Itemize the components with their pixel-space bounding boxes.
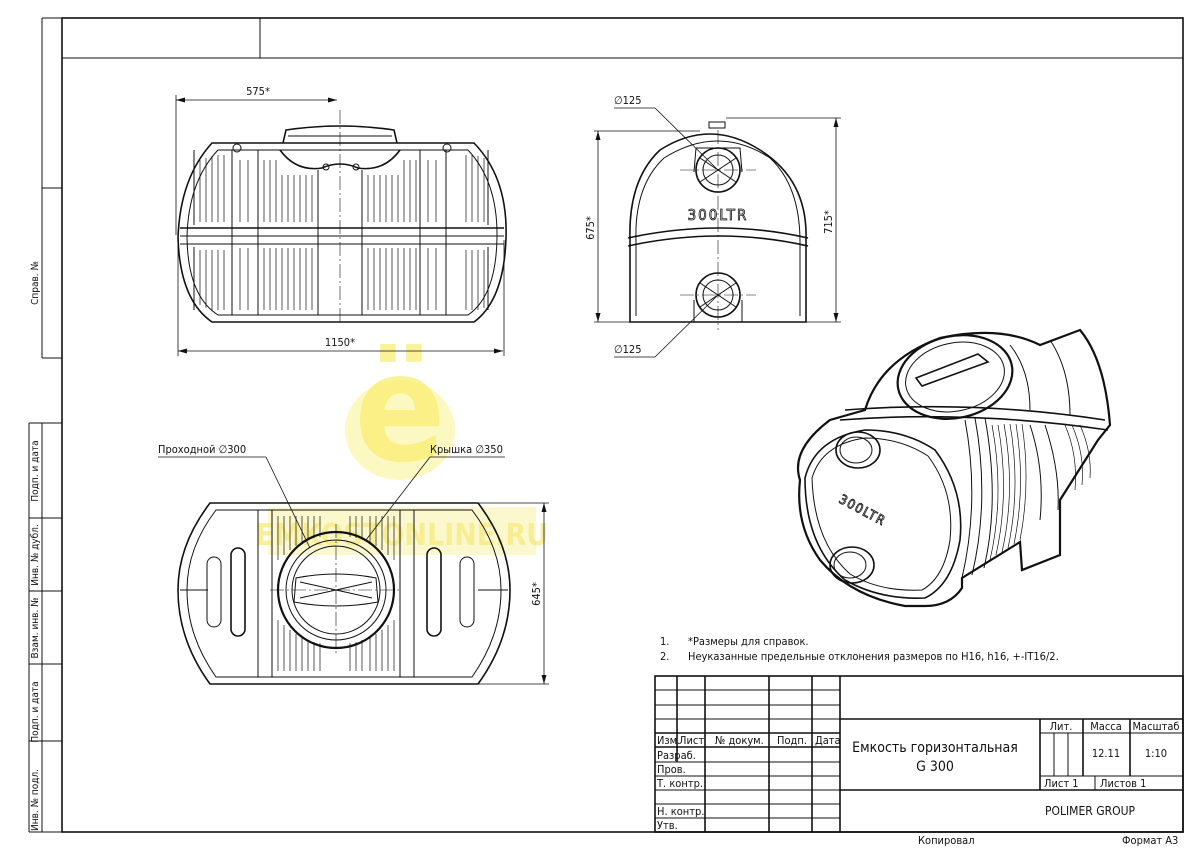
title-block: Изм. Лист № докум. Подп. Дата Разраб. Пр… (654, 675, 1184, 847)
notes: 1. *Размеры для справок. 2. Неуказанные … (660, 635, 1059, 663)
tb-format: Формат А3 (1122, 834, 1178, 847)
tb-role-utv: Утв. (657, 819, 678, 832)
tb-scale-value: 1:10 (1145, 747, 1167, 760)
lid-label: Крышка ∅350 (430, 443, 503, 456)
dim-645: 645* (530, 582, 543, 606)
dim-675: 675* (584, 216, 597, 240)
tb-header-izm: Изм. (657, 734, 680, 747)
front-pipe-bottom-label: ∅125 (614, 343, 642, 356)
strip-podp-data-label-2: Подп. и дата (30, 681, 41, 742)
tb-role-razrab: Разраб. (657, 749, 696, 762)
tb-header-list: Лист (679, 734, 704, 747)
tb-sheet-label: Лист 1 (1044, 777, 1079, 790)
tb-header-data: Дата (815, 734, 841, 747)
tb-copied: Копировал (918, 834, 975, 847)
side-view: 575* 1150* (175, 85, 507, 356)
top-view: Проходной ∅300 Крышка ∅350 645* (158, 443, 549, 685)
hatch-label: Проходной ∅300 (158, 443, 246, 456)
strip-vzam-inv-label: Взам. инв. № (30, 597, 41, 658)
tb-scale-label: Масштаб (1132, 720, 1179, 733)
front-pipe-top-label: ∅125 (614, 94, 642, 107)
note-1-num: 1. (660, 635, 669, 648)
top-view-ribs (277, 516, 395, 671)
tb-role-nkontr: Н. контр. (657, 805, 704, 818)
side-view-ribs (199, 155, 485, 310)
sheet-frame (61, 17, 1184, 833)
watermark-site: EMKOSTONLINE.RU (256, 518, 548, 553)
left-margin-strip: Справ. № Подп. и дата Инв. № дубл. Взам.… (28, 17, 62, 833)
tb-title-line1: Емкость горизонтальная (852, 740, 1018, 756)
tb-role-tkontr: Т. контр. (656, 777, 703, 790)
tb-role-prov: Пров. (657, 763, 686, 776)
iso-view-ribs (961, 339, 1091, 579)
tb-lit-label: Лит. (1050, 720, 1073, 733)
tb-sheets-label: Листов 1 (1100, 777, 1146, 790)
note-2-text: Неуказанные предельные отклонения размер… (688, 650, 1059, 663)
front-embossed-text: 300LTR (688, 206, 749, 224)
iso-embossed-text: 300LTR (836, 492, 888, 529)
note-2-num: 2. (660, 650, 669, 663)
strip-podp-data-label: Подп. и дата (30, 440, 41, 501)
strip-inv-dubl-label: Инв. № дубл. (29, 524, 41, 586)
strip-sprav-label: Справ. № (30, 261, 41, 305)
tb-mass-value: 12.11 (1092, 747, 1120, 760)
strip-inv-podl-label: Инв. № подл. (30, 769, 41, 831)
dim-575: 575* (246, 85, 270, 98)
watermark-letter: ё (354, 322, 446, 496)
tb-title-line2: G 300 (916, 759, 954, 775)
tb-header-dokum: № докум. (715, 734, 764, 747)
dim-1150: 1150* (325, 336, 355, 349)
watermark: ё EMKOSTONLINE.RU (256, 322, 548, 555)
dim-715: 715* (822, 210, 835, 234)
isometric-view: 300LTR (796, 328, 1112, 608)
note-1-text: *Размеры для справок. (688, 635, 809, 648)
tb-company: POLIMER GROUP (1045, 804, 1136, 818)
front-view: 300LTR ∅125 ∅125 675* 715* (584, 94, 841, 358)
tb-header-podp: Подп. (777, 734, 807, 747)
tb-mass-label: Масса (1090, 720, 1122, 733)
